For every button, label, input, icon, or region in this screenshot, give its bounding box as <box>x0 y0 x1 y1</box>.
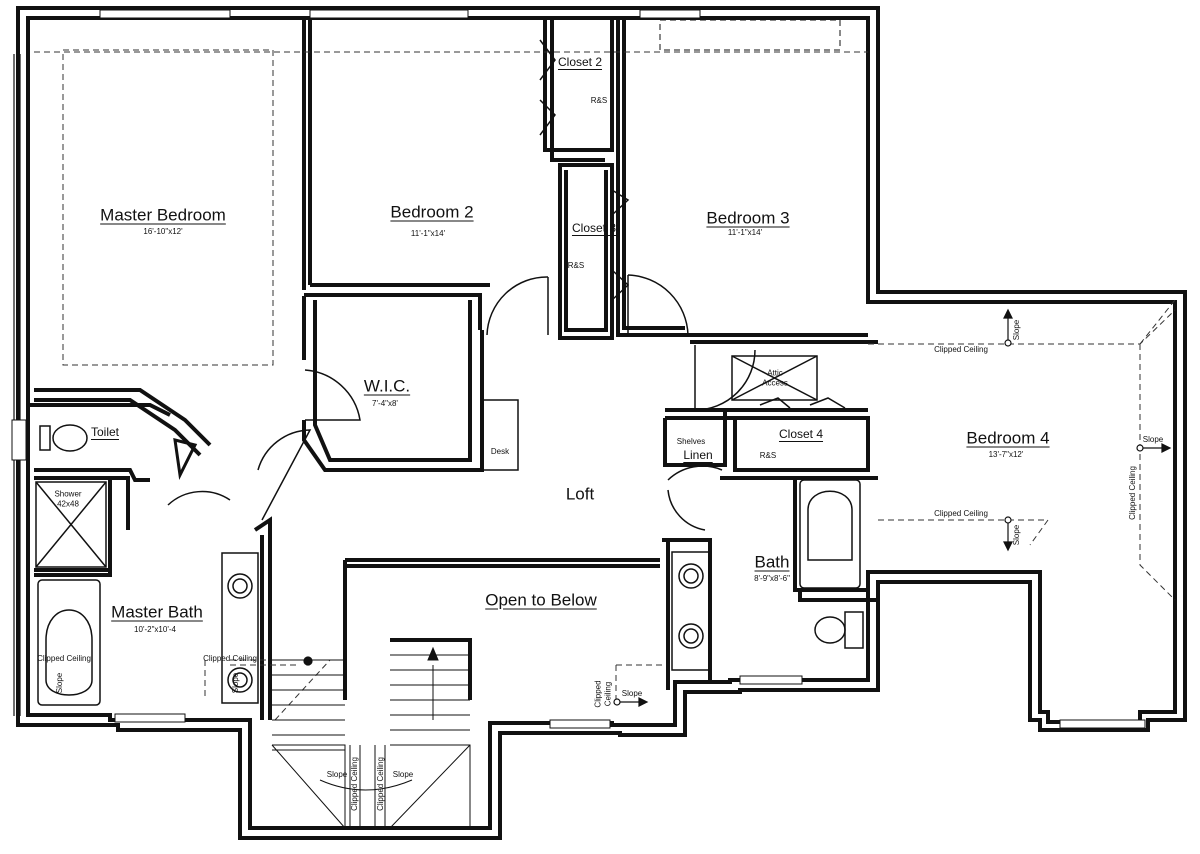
room-master-bedroom-name: Master Bedroom <box>100 205 226 225</box>
clipped-ceiling-note-6: Clipped Ceiling <box>593 680 612 708</box>
closet4-rs-note: R&S <box>759 451 777 460</box>
clipped-ceiling-note-8: Clipped Ceiling <box>376 757 385 811</box>
room-master-bath-dim: 10'-2"x10'-4 <box>134 625 176 634</box>
room-linen-name: Linen <box>683 448 713 462</box>
room-bedroom3-dim: 11'-1"x14' <box>727 228 763 237</box>
room-bedroom4-dim: 13'-7"x12' <box>988 450 1024 459</box>
clipped-ceiling-note-4: Clipped Ceiling <box>37 654 91 663</box>
shelves-note: Shelves <box>676 437 706 446</box>
sink-master-2 <box>227 667 253 693</box>
attic-hatch <box>731 355 818 401</box>
room-loft-name: Loft <box>565 484 595 504</box>
desk-fixture <box>481 399 519 471</box>
slope-note-2: Slope <box>1142 435 1164 444</box>
shower-note: Shower 42x48 <box>54 489 82 508</box>
room-bedroom2-name: Bedroom 2 <box>390 202 474 222</box>
sink-bath-1 <box>678 563 704 589</box>
stairs <box>271 646 471 829</box>
room-bedroom4-name: Bedroom 4 <box>966 428 1050 448</box>
slope-note-6: Slope <box>231 672 240 694</box>
clipped-ceiling-note-2: Clipped Ceiling <box>934 509 988 518</box>
interior-walls <box>28 18 878 720</box>
slope-note-8: Slope <box>392 770 414 779</box>
clipped-ceiling-note-1: Clipped Ceiling <box>934 345 988 354</box>
ceiling-outlines <box>34 49 1176 721</box>
toilet-fixture <box>52 424 88 452</box>
room-master-bath-name: Master Bath <box>111 602 203 622</box>
hatched-wall <box>13 54 21 716</box>
windows <box>11 9 1146 729</box>
closet2-rs-note: R&S <box>590 96 608 105</box>
room-master-bedroom-dim: 16'-10"x12' <box>143 227 183 236</box>
room-bedroom3-name: Bedroom 3 <box>706 208 790 228</box>
room-toilet-name: Toilet <box>90 425 120 439</box>
shower-fixture <box>35 481 107 568</box>
attic-access-note: Attic Access <box>762 368 788 387</box>
room-wic-dim: 7'-4"x8' <box>372 399 398 408</box>
room-wic-name: W.I.C. <box>363 376 411 396</box>
tub-master <box>37 579 101 706</box>
tub-bath <box>799 479 861 589</box>
room-bedroom2-dim: 11'-1"x14' <box>410 229 446 238</box>
sink-master-1 <box>227 573 253 599</box>
doors <box>167 39 846 531</box>
toilet-bath <box>814 616 846 644</box>
slope-note-5: Slope <box>55 672 64 694</box>
exterior-walls <box>16 6 1187 840</box>
room-closet2-name: Closet 2 <box>557 55 603 69</box>
room-bath-name: Bath <box>754 552 790 572</box>
slope-arrows <box>303 308 1172 707</box>
desk-note: Desk <box>490 447 510 456</box>
open-to-below-label: Open to Below <box>485 590 597 610</box>
clipped-ceiling-note-3: Clipped Ceiling <box>1128 466 1137 520</box>
room-closet3-name: Closet 3 <box>571 221 617 235</box>
room-closet4-name: Closet 4 <box>778 427 824 441</box>
slope-note-3: Slope <box>1012 524 1021 546</box>
closet3-rs-note: R&S <box>567 261 585 270</box>
fixtures <box>35 355 864 706</box>
slope-note-1: Slope <box>1012 319 1021 341</box>
clipped-ceiling-note-5: Clipped Ceiling <box>203 654 257 663</box>
room-bath-dim: 8'-9"x8'-6" <box>754 574 790 583</box>
slope-note-4: Slope <box>621 689 643 698</box>
sink-bath-2 <box>678 623 704 649</box>
clipped-ceiling-note-7: Clipped Ceiling <box>350 757 359 811</box>
slope-note-7: Slope <box>326 770 348 779</box>
